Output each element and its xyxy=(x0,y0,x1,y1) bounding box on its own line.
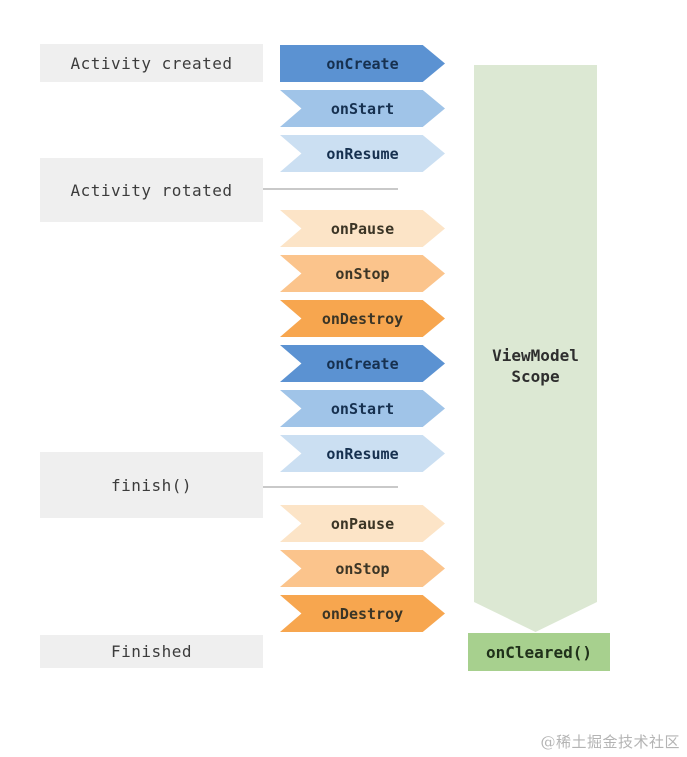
connector-line-finish xyxy=(263,486,398,488)
viewmodel-scope-label-line2: Scope xyxy=(511,367,560,386)
viewmodel-scope-label-line1: ViewModel xyxy=(492,346,579,365)
lifecycle-arrow-ondestroy-1: onDestroy xyxy=(280,300,445,337)
lifecycle-arrow-onstart-1: onStart xyxy=(280,90,445,127)
lifecycle-arrow-onstop-1: onStop xyxy=(280,255,445,292)
connector-line-rotated xyxy=(263,188,398,190)
oncleared-box: onCleared() xyxy=(468,633,610,671)
lifecycle-arrow-onpause-1: onPause xyxy=(280,210,445,247)
lifecycle-arrow-onstop-2: onStop xyxy=(280,550,445,587)
viewmodel-scope-arrow xyxy=(474,65,597,632)
lifecycle-arrow-ondestroy-2: onDestroy xyxy=(280,595,445,632)
stage-activity-rotated: Activity rotated xyxy=(40,158,263,222)
stage-activity-created: Activity created xyxy=(40,44,263,82)
stage-finish: finish() xyxy=(40,452,263,518)
watermark: @稀土掘金技术社区 xyxy=(540,733,680,751)
stage-finished: Finished xyxy=(40,635,263,668)
lifecycle-arrow-onresume-2: onResume xyxy=(280,435,445,472)
lifecycle-arrow-onstart-2: onStart xyxy=(280,390,445,427)
lifecycle-arrow-onpause-2: onPause xyxy=(280,505,445,542)
lifecycle-arrow-oncreate-2: onCreate xyxy=(280,345,445,382)
lifecycle-arrow-onresume-1: onResume xyxy=(280,135,445,172)
viewmodel-scope-label: ViewModel Scope xyxy=(474,345,597,387)
lifecycle-arrow-oncreate-1: onCreate xyxy=(280,45,445,82)
